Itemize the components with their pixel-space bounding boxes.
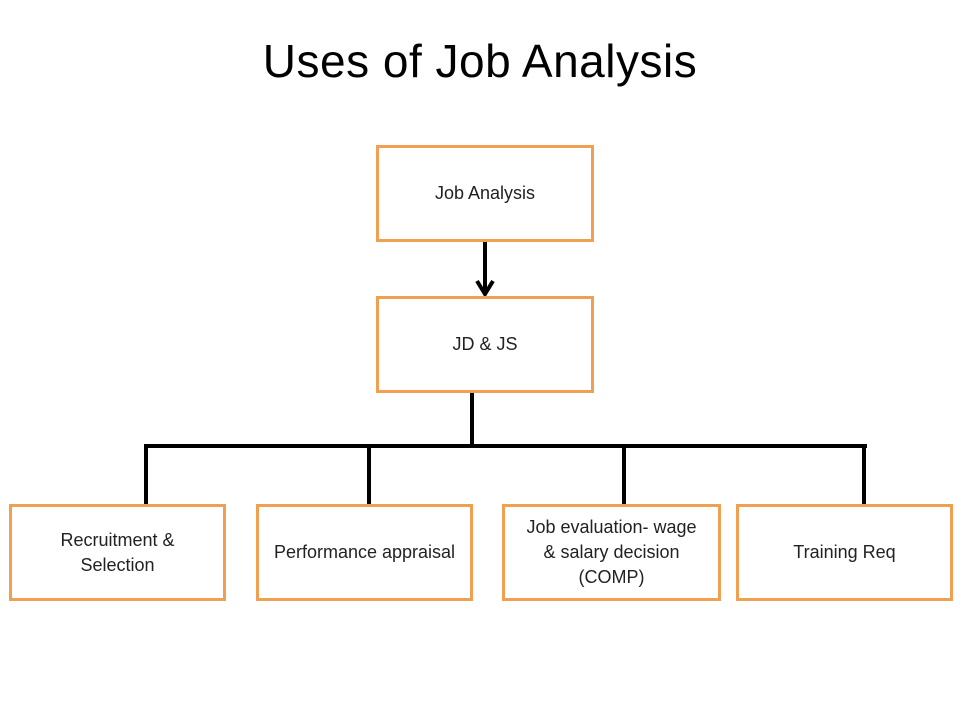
page-title: Uses of Job Analysis bbox=[262, 35, 698, 87]
node-training-req: Training Req bbox=[736, 504, 953, 601]
node-job-analysis-label: Job Analysis bbox=[434, 183, 536, 203]
connector-horizontal-bar bbox=[144, 444, 867, 448]
node-recruitment-selection-label: Recruitment & Selection bbox=[60, 529, 175, 575]
connector-drop-2 bbox=[367, 444, 371, 504]
node-performance-appraisal-label: Performance appraisal bbox=[273, 542, 456, 562]
node-job-analysis: Job Analysis bbox=[376, 145, 594, 242]
node-jd-js-label: JD & JS bbox=[452, 334, 518, 354]
connector-drop-3 bbox=[622, 444, 626, 504]
node-recruitment-selection: Recruitment & Selection bbox=[9, 504, 226, 601]
connector-drop-4 bbox=[862, 444, 866, 504]
node-performance-appraisal: Performance appraisal bbox=[256, 504, 473, 601]
node-training-req-label: Training Req bbox=[793, 542, 896, 562]
node-jd-js: JD & JS bbox=[376, 296, 594, 393]
connector-stem bbox=[470, 393, 474, 448]
arrow-head bbox=[475, 279, 495, 298]
connector-drop-1 bbox=[144, 444, 148, 504]
node-job-evaluation-label: Job evaluation- wage & salary decision (… bbox=[526, 517, 697, 587]
node-job-evaluation: Job evaluation- wage & salary decision (… bbox=[502, 504, 721, 601]
